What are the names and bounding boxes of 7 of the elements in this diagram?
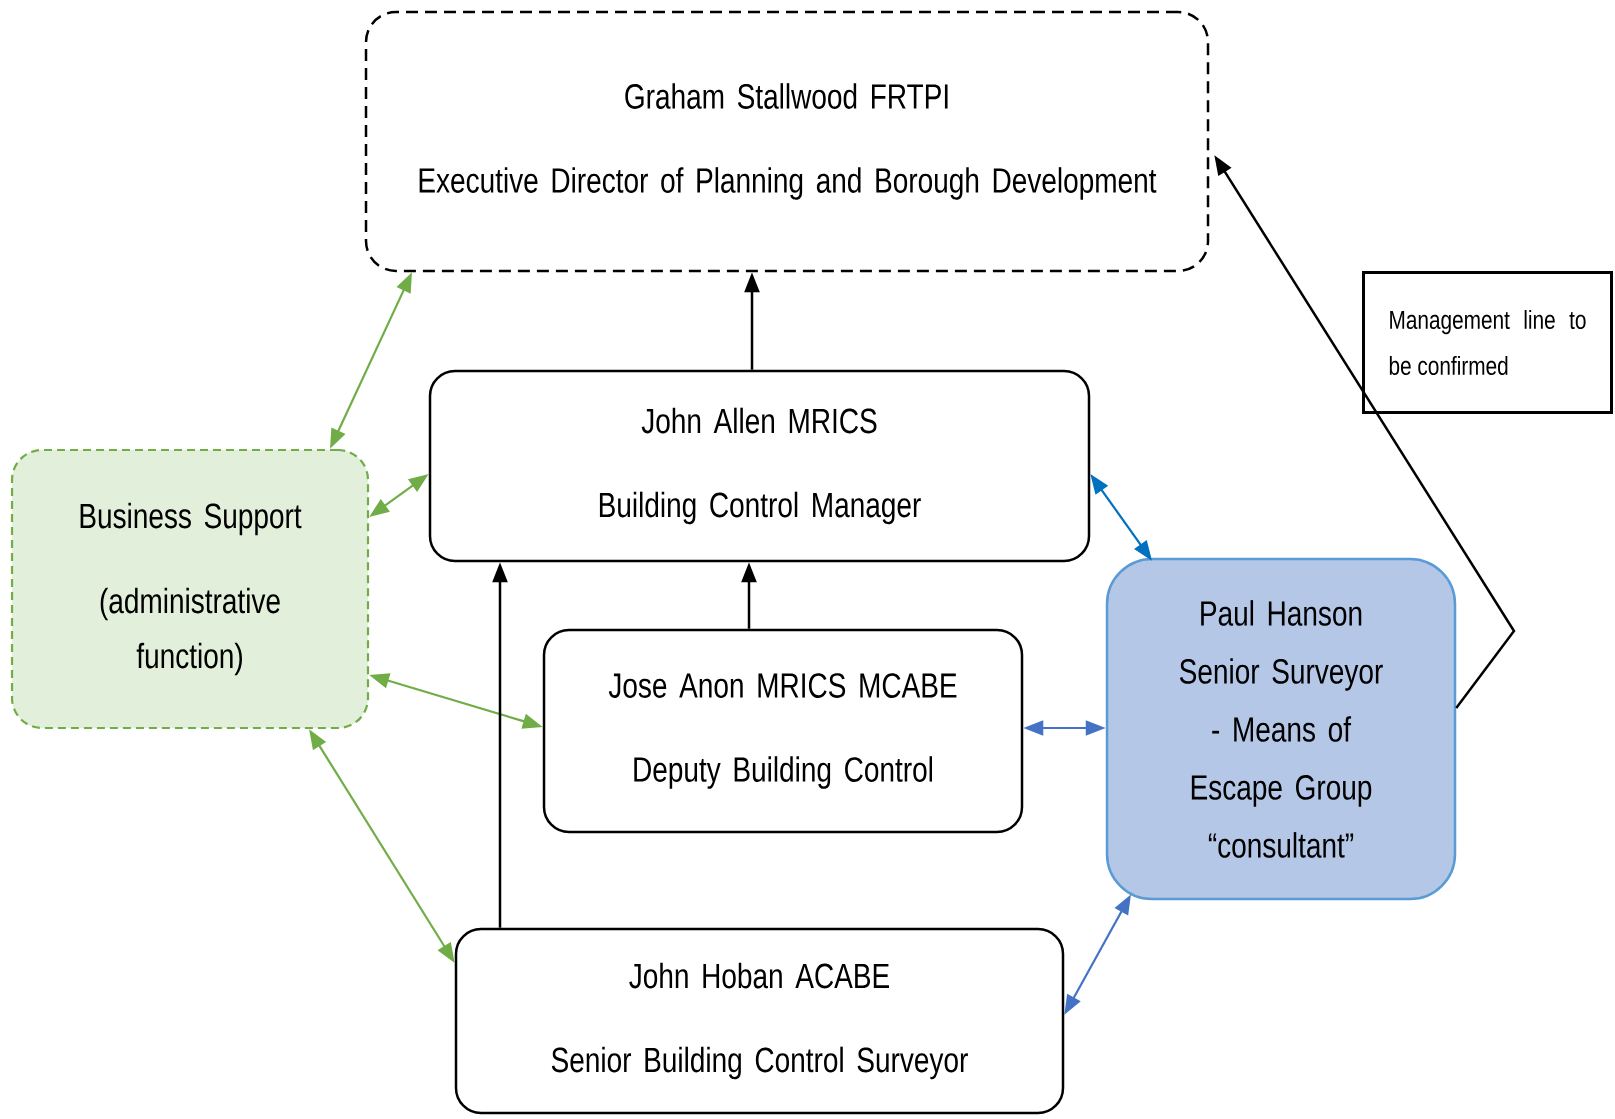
team-box: Business Support (administrative function) (10, 448, 370, 730)
manager-box: John Allen MRICS Building Control Manager (428, 369, 1091, 563)
director-box: Graham Stallwood FRTPI Executive Director of Planning and Borough Development (364, 10, 1210, 273)
deputy-box: Jose Anon MRICS MCABE Deputy Building Control (542, 628, 1024, 834)
consultant-box: Paul Hanson Senior Surveyor - Means of Escape Group “consultant” (1105, 557, 1457, 901)
note-box: Management line to be confirmed (1362, 271, 1613, 414)
surveyor-box: John Hoban ACABE Senior Building Control Surveyor (454, 927, 1065, 1115)
